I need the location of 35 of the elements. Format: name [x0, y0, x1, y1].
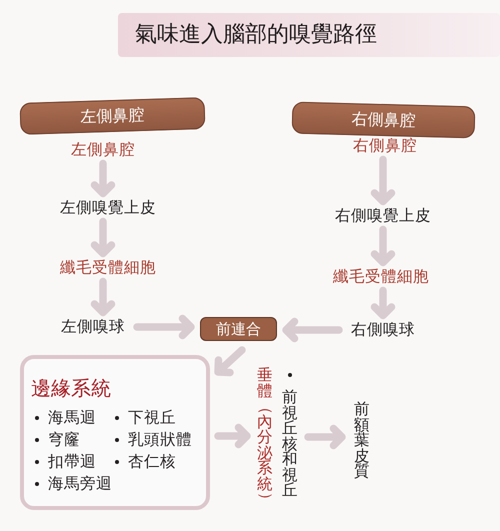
arrow: [370, 156, 396, 206]
process-box: 前連合: [200, 317, 277, 341]
list-item: 杏仁核: [128, 453, 176, 471]
title: 氣味進入腦部的嗅覺路徑: [135, 22, 377, 48]
arrow: [214, 346, 246, 376]
vertical-label: 垂體（內分泌系統）: [257, 368, 273, 508]
step-label: 纖毛受體細胞: [60, 259, 156, 277]
step-label: 右側嗅球: [351, 321, 415, 339]
arrow: [90, 278, 116, 316]
arrow: [282, 318, 343, 342]
list-item: 下視丘: [128, 409, 176, 427]
header-band: 左側鼻腔: [20, 97, 206, 135]
step-label: 左側鼻腔: [71, 141, 135, 159]
step-label: 右側鼻腔: [353, 137, 417, 155]
step-label: 右側嗅覺上皮: [335, 207, 431, 225]
arrow: [133, 314, 195, 340]
list-item: 海馬旁迴: [48, 475, 112, 493]
arrow: [370, 226, 396, 266]
list-item: 乳頭狀體: [128, 431, 192, 449]
arrow: [214, 424, 251, 448]
group-box: [20, 355, 210, 510]
arrow: [90, 160, 116, 198]
box-heading: 邊緣系統: [31, 377, 111, 399]
arrow: [90, 218, 116, 258]
arrow: [370, 286, 396, 320]
arrow: [304, 424, 346, 450]
vertical-label: 前額葉皮質: [354, 402, 370, 480]
step-label: 纖毛受體細胞: [333, 268, 429, 286]
vertical-label: 前視丘核和視丘: [282, 390, 298, 498]
list-item: 扣帶迴: [48, 453, 96, 471]
header-band: 右側鼻腔: [292, 102, 476, 138]
step-label: 左側嗅球: [61, 318, 125, 336]
step-label: 左側嗅覺上皮: [60, 199, 156, 217]
list-item: 海馬迴: [48, 409, 96, 427]
list-item: 穹窿: [48, 431, 80, 449]
